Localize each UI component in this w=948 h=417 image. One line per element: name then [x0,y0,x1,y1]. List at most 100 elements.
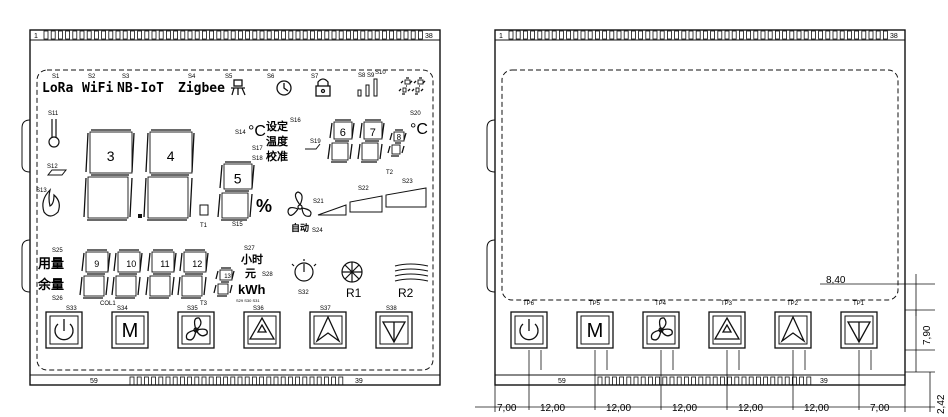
pin [839,30,845,40]
digit-index-label: 9 [94,259,99,269]
pin [559,30,564,40]
pin [883,30,888,40]
digit-index-label: 4 [167,148,175,164]
left-fan-button[interactable] [177,311,215,349]
pin [602,30,607,40]
pin [417,30,423,40]
right-down-button[interactable] [840,311,878,349]
digit-index-label: 13 [224,274,231,280]
pin [158,30,164,40]
left-mode-button[interactable]: M [111,311,149,349]
pin [65,30,70,40]
left-power-button[interactable] [45,311,83,349]
seg-tag-s18: S18 [252,156,263,162]
clock-icon [276,80,292,96]
pin [129,376,135,386]
seven-segment-digit [177,249,209,299]
seg-tag-s32: S32 [298,290,309,296]
viewing-area [36,69,434,371]
pin [353,30,359,40]
pin [244,376,250,386]
pin-number-59: 59 [90,378,98,385]
r2-label: R2 [398,286,414,300]
dimension-label: 7,00 [497,403,517,414]
seg-tag-s38: S38 [386,306,397,312]
left-cycle-button[interactable] [243,311,281,349]
pin [587,30,593,40]
seg-tag-s16: S16 [290,118,301,124]
seg-tag-s17: S17 [252,146,263,152]
seg-tag-s15: S15 [232,222,243,228]
pin [245,30,251,40]
pin [803,30,809,40]
flame-icon [42,188,60,217]
pin [748,376,754,386]
pin [681,30,687,40]
pin [811,30,816,40]
pin [86,30,92,40]
pin [338,376,344,386]
pin-number-39: 39 [355,378,363,385]
left-down-button[interactable] [375,311,413,349]
seven-segment-digit [398,77,413,95]
pin [281,30,287,40]
pin [324,30,330,40]
pin [144,30,150,40]
right-up-button[interactable] [774,311,812,349]
t1-segment [199,204,209,216]
pin [201,30,207,40]
seg-tag-s6: S6 [267,74,275,80]
digit-index-label: 6 [340,127,346,139]
pin [309,376,315,386]
pin [230,30,236,40]
pin [515,30,521,40]
pin [523,30,528,40]
pin [741,376,747,386]
dimension-bottom-gap: 2,42 [936,394,947,414]
right-mode-button[interactable]: M [576,311,614,349]
signal-glyph-icon [231,79,246,96]
seg-tag-s13: S13 [36,188,47,194]
dimension-label: 12,00 [804,403,829,414]
snowflake-icon [341,261,363,283]
pin [251,376,257,386]
right-cycle-button[interactable] [708,311,746,349]
pin [288,30,294,40]
seg-tag-s1: S1 [52,74,60,80]
down-icon [846,321,872,344]
right-power-button[interactable] [510,311,548,349]
pin [295,30,301,40]
pin [667,30,672,40]
seven-segment-digit [111,249,143,299]
pin [208,376,214,386]
fan-speed-bars-icon [317,187,427,216]
pin [94,30,99,40]
test-point-label: TP5 [589,301,601,307]
pin [530,30,535,40]
seg-tag-t1: T1 [200,223,208,229]
pin [72,30,78,40]
seg-tag-s8-s9: S8 S9 [358,73,375,79]
pin [403,30,409,40]
pin [396,30,402,40]
pin [595,30,600,40]
pin [287,376,293,386]
pin [703,30,708,40]
pin-number-first: 1 [34,33,38,40]
seg-tag-s37: S37 [320,306,331,312]
pin [710,30,715,40]
seven-segment-digit [145,249,177,299]
right-fan-button[interactable] [642,311,680,349]
pin [655,376,660,386]
pin [720,376,725,386]
mode-letter: M [122,320,139,342]
digit-index-label: 8 [397,133,402,142]
seg-tag-s24: S24 [312,228,323,234]
pin [767,30,773,40]
pin [165,376,171,386]
pin [101,30,106,40]
dimension-label: 12,00 [606,403,631,414]
arrow-segment-icon [305,143,321,150]
pin [875,30,881,40]
left-up-button[interactable] [309,311,347,349]
